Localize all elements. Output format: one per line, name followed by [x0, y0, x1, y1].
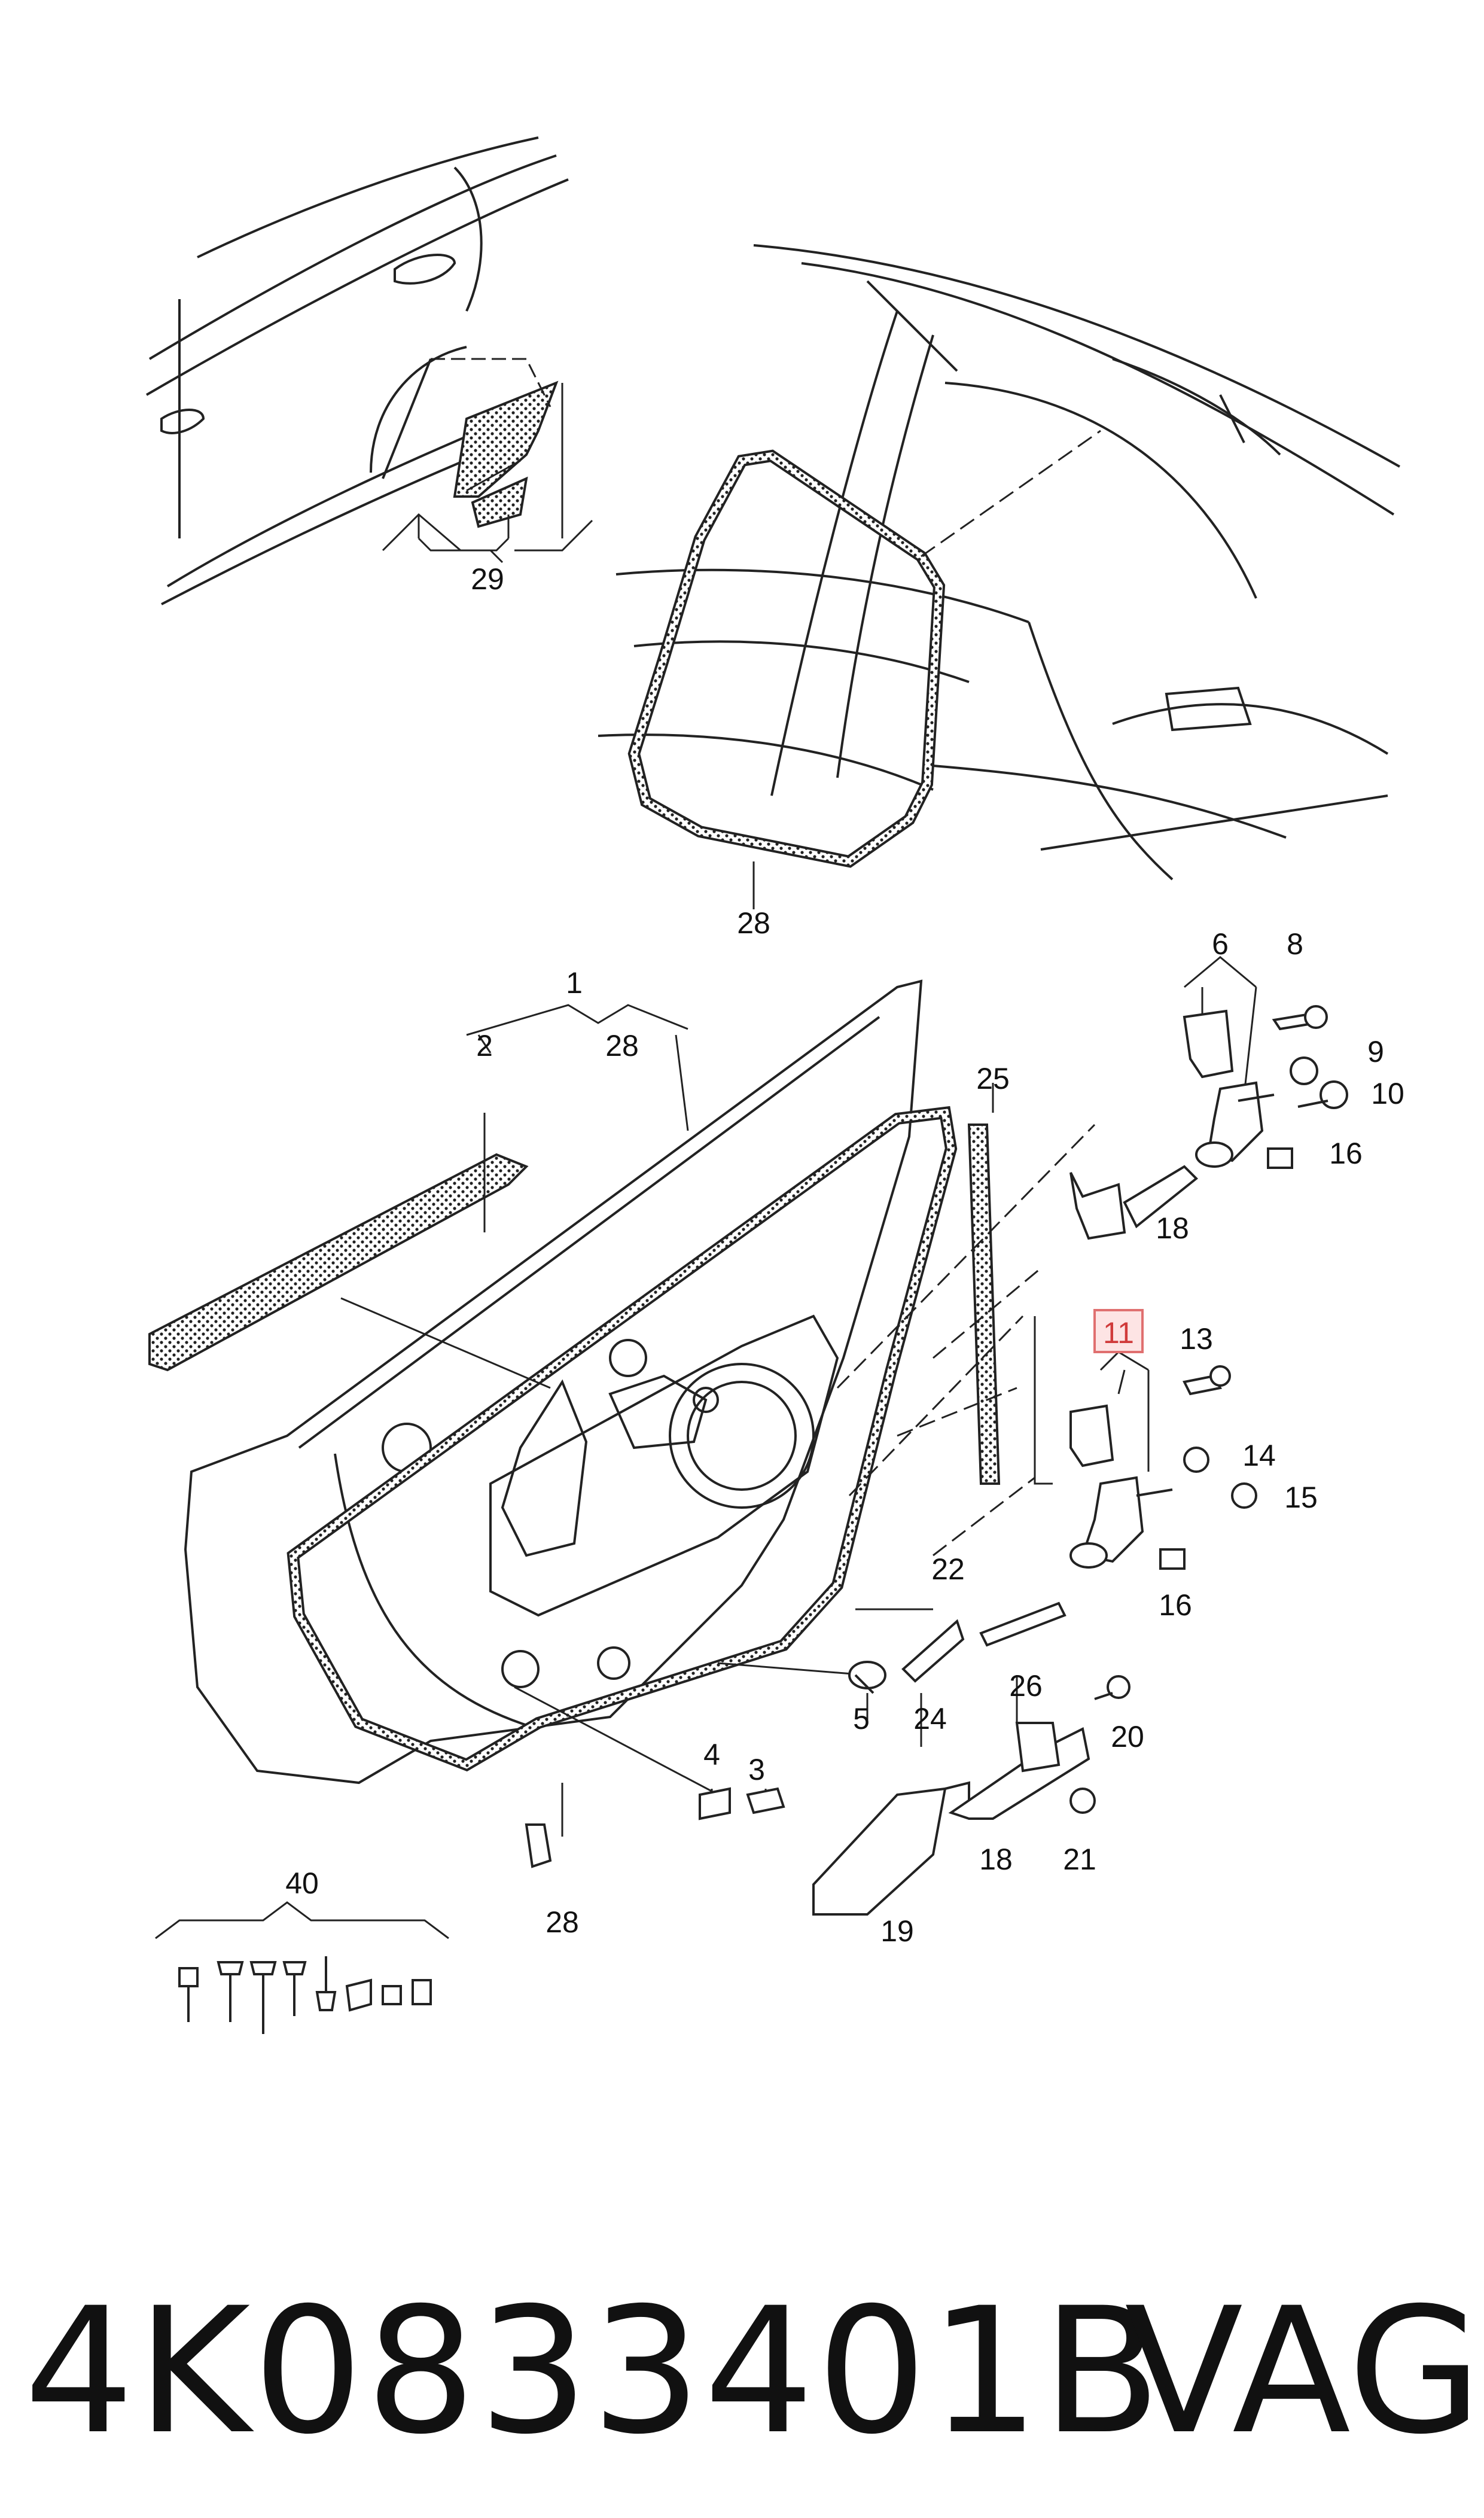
label-16-top: 16 [1329, 1137, 1363, 1170]
label-27: 28 [737, 906, 770, 940]
small-parts [699, 1601, 1066, 1820]
car-body-illustration [598, 244, 1400, 881]
bracket-29 [418, 537, 510, 552]
label-28-bottom: 28 [546, 1905, 579, 1939]
label-15: 15 [1284, 1481, 1318, 1514]
label-6: 6 [1212, 927, 1229, 961]
label-14: 14 [1242, 1439, 1276, 1472]
label-19: 19 [880, 1914, 914, 1948]
door-seal-22-dots [289, 1109, 955, 1769]
car-side-panel-illustration [145, 136, 569, 605]
label-8: 8 [1287, 927, 1303, 961]
label-18: 18 [979, 1843, 1013, 1876]
label-2: 2 [476, 1029, 493, 1062]
window-strip-2 [148, 1153, 529, 1372]
seal-strip-24 [967, 1123, 1001, 1485]
label-1: 1 [566, 966, 583, 1000]
foam-pads-29 [453, 380, 559, 528]
part-labels: 29 28 1 2 28 6 8 9 10 16 18 25 11 13 14 … [285, 562, 1404, 1948]
label-28-top: 28 [605, 1029, 639, 1062]
door-handle-parts [812, 1675, 1130, 1916]
label-3: 3 [748, 1753, 765, 1786]
brand-name: VAG [1125, 2271, 1482, 2473]
label-9: 9 [1367, 1035, 1384, 1068]
label-10: 10 [1371, 1077, 1404, 1110]
leader-lines-29 [382, 358, 593, 564]
label-21: 21 [1063, 1843, 1096, 1876]
lower-hinge-assembly [1069, 1365, 1257, 1570]
label-40: 40 [285, 1867, 319, 1900]
door-seal-27-dots [630, 452, 943, 866]
fastener-kit-40 [178, 1823, 552, 2034]
label-29: 29 [471, 562, 504, 596]
part-number: 4K0833401B [24, 2271, 1164, 2473]
door-leader-lines [340, 956, 1257, 1837]
label-4: 4 [703, 1738, 720, 1771]
highlight-11 [1093, 1309, 1144, 1353]
door-shell-illustration [184, 979, 923, 1785]
label-13: 13 [1180, 1322, 1213, 1356]
label-11: 11 [1103, 1316, 1134, 1350]
upper-hinge-assembly [1069, 1005, 1348, 1240]
label-16-bottom: 16 [1159, 1588, 1192, 1622]
label-26: 26 [1009, 1669, 1043, 1703]
bracket-40 [155, 1901, 449, 1940]
door-seal-27 [627, 449, 946, 868]
label-20: 20 [1111, 1720, 1144, 1753]
label-5: 5 [853, 1702, 870, 1735]
label-17: 18 [1156, 1211, 1189, 1245]
label-25: 24 [913, 1702, 947, 1735]
label-22: 22 [931, 1552, 965, 1586]
dash-line-27 [921, 430, 1101, 558]
label-24: 25 [976, 1062, 1010, 1095]
